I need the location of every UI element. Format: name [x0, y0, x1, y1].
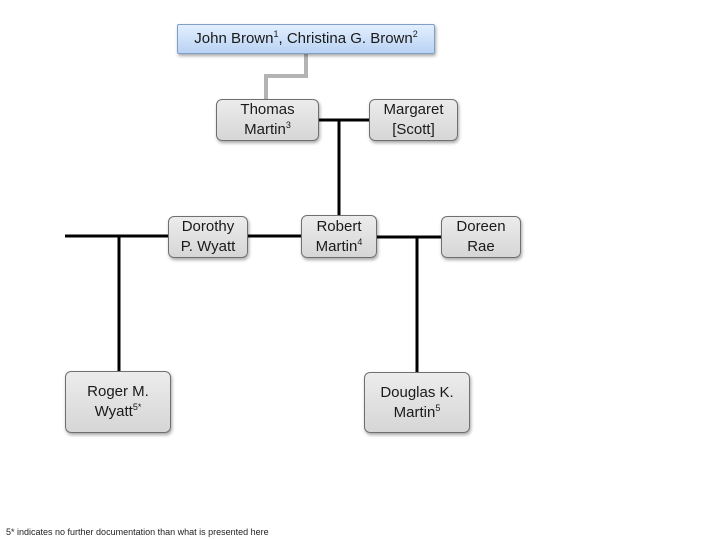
parent-link-line [264, 52, 308, 99]
person-box-roger-wyatt: Roger M. Wyatt5* [65, 371, 171, 433]
person-box-doreen-rae: Doreen Rae [441, 216, 521, 258]
person-box-thomas-martin: Thomas Martin3 [216, 99, 319, 141]
footnote: 5* indicates no further documentation th… [6, 527, 269, 537]
person-box-john-christina-brown: John Brown1, Christina G. Brown2 [177, 24, 435, 54]
person-box-margaret-scott: Margaret [Scott] [369, 99, 458, 141]
person-box-douglas-martin: Douglas K. Martin5 [364, 372, 470, 433]
person-box-dorothy-wyatt: Dorothy P. Wyatt [168, 216, 248, 258]
person-names: John Brown1, Christina G. Brown2 [194, 29, 418, 48]
person-box-robert-martin: Robert Martin4 [301, 215, 377, 258]
